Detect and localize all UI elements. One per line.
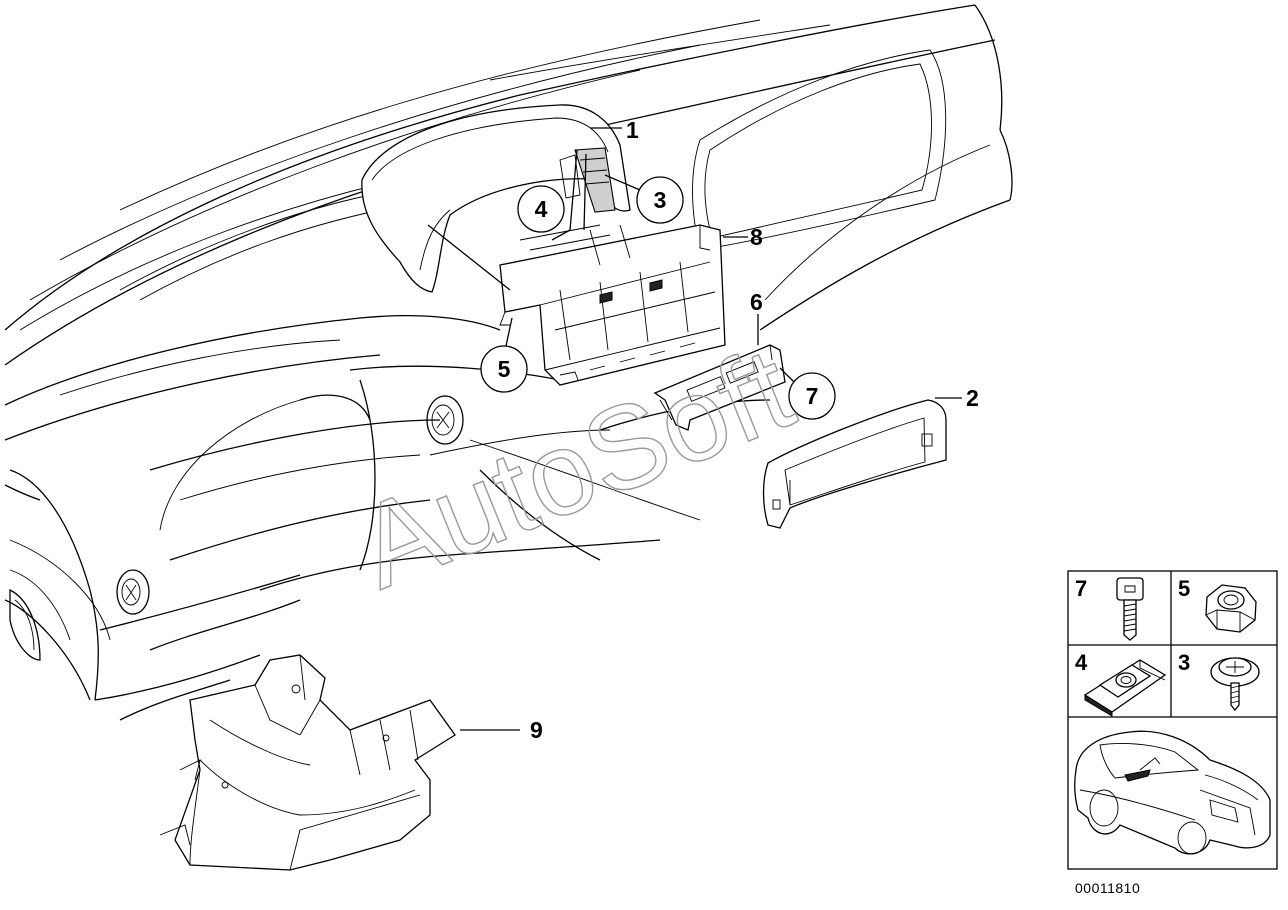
cluster-bracket [499, 224, 726, 386]
mounting-plate [653, 344, 786, 431]
vent-left [116, 569, 150, 615]
reference-number: 00011810 [1075, 880, 1140, 896]
callout-3-label: 3 [654, 187, 667, 213]
display-panel [762, 399, 947, 529]
nut-icon [1205, 584, 1257, 633]
screw-icon [1116, 577, 1144, 641]
legend-label-3: 3 [1178, 650, 1190, 675]
legend-label-5: 5 [1178, 576, 1190, 601]
leader-lines [427, 127, 962, 731]
legend-label-4: 4 [1075, 650, 1088, 675]
callout-9: 9 [530, 717, 543, 743]
callout-7-label: 7 [806, 383, 819, 409]
callout-1: 1 [626, 117, 639, 143]
legend-label-7: 7 [1075, 576, 1087, 601]
vent-far-left [9, 588, 41, 661]
callout-5-label: 5 [498, 356, 511, 382]
vent-right [426, 395, 464, 445]
callout-6: 6 [750, 289, 763, 315]
callout-5: 5 [480, 345, 528, 393]
callout-7: 7 [788, 372, 836, 420]
lower-support [159, 654, 456, 871]
dashboard-outline [4, 4, 1013, 721]
callout-2: 2 [966, 385, 979, 411]
washer-screw-icon [1210, 657, 1260, 712]
callout-4-label: 4 [535, 196, 548, 222]
car-icon [1074, 730, 1271, 855]
legend: 7 5 4 3 [1067, 570, 1278, 870]
callout-4: 4 [517, 185, 565, 233]
callout-8: 8 [750, 224, 763, 250]
callout-3: 3 [636, 176, 684, 224]
clip-nut-icon [1083, 659, 1167, 717]
